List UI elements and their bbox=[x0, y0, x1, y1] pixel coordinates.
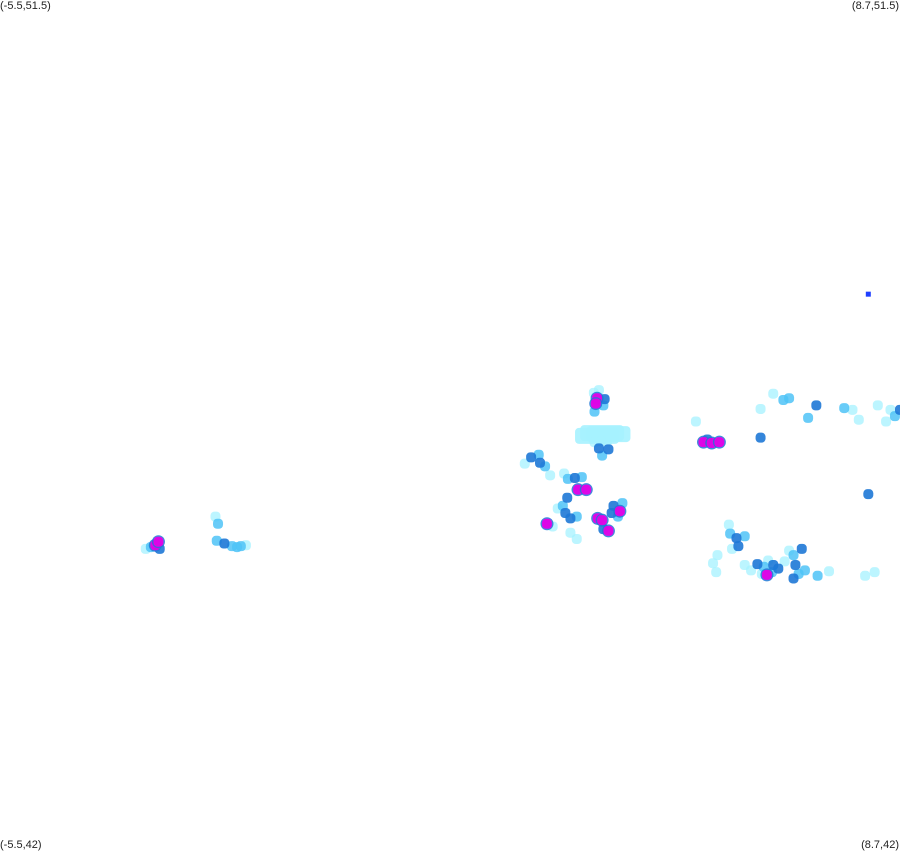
density-point-high bbox=[562, 492, 573, 503]
density-point-peak bbox=[761, 569, 772, 580]
density-point-peak bbox=[603, 525, 614, 536]
density-point-low bbox=[881, 416, 892, 427]
density-point-low bbox=[872, 400, 883, 411]
density-point-high bbox=[569, 473, 580, 484]
density-point-high bbox=[565, 513, 576, 524]
density-point-high bbox=[219, 538, 230, 549]
density-point-high bbox=[863, 489, 874, 500]
density-point-high bbox=[895, 404, 900, 415]
density-point-isolated bbox=[865, 291, 871, 297]
density-point-mid bbox=[812, 570, 823, 581]
density-point-low bbox=[853, 414, 864, 425]
density-point-high bbox=[796, 543, 807, 554]
density-point-high bbox=[535, 457, 545, 468]
density-point-low bbox=[602, 436, 613, 447]
density-point-mid bbox=[533, 449, 544, 460]
density-point-high bbox=[790, 560, 801, 571]
density-point-mid bbox=[839, 403, 850, 414]
density-point-high bbox=[593, 443, 604, 454]
density-point-mid bbox=[778, 394, 789, 405]
density-point-low bbox=[571, 534, 582, 545]
density-point-high bbox=[603, 444, 614, 455]
density-point-mid bbox=[799, 565, 810, 576]
density-point-mid bbox=[213, 518, 224, 529]
density-point-high bbox=[731, 533, 742, 544]
density-point-low bbox=[723, 519, 734, 530]
density-point-peak bbox=[590, 398, 601, 409]
density-point-low bbox=[779, 556, 790, 567]
density-point-peak bbox=[614, 506, 625, 517]
density-point-peak bbox=[541, 518, 552, 529]
density-point-low bbox=[708, 558, 719, 569]
density-point-low bbox=[712, 550, 723, 561]
corner-label-bottom-right: (8.7,42) bbox=[861, 839, 899, 851]
density-point-low bbox=[860, 570, 871, 581]
corner-label-top-left: (-5.5,51.5) bbox=[0, 0, 51, 12]
density-point-low bbox=[690, 416, 701, 427]
density-point-peak bbox=[153, 536, 164, 547]
density-point-high bbox=[526, 452, 537, 463]
density-point-high bbox=[755, 432, 766, 443]
density-point-low bbox=[768, 388, 779, 399]
density-point-mid bbox=[788, 550, 799, 561]
density-point-low bbox=[711, 567, 722, 578]
density-point-peak bbox=[714, 437, 725, 448]
density-point-high bbox=[752, 559, 763, 570]
density-point-peak bbox=[581, 484, 592, 495]
density-point-high bbox=[811, 400, 822, 411]
density-point-high bbox=[773, 563, 784, 574]
density-point-low bbox=[824, 566, 835, 577]
corner-label-bottom-left: (-5.5,42) bbox=[0, 839, 42, 851]
density-point-high bbox=[788, 573, 799, 584]
density-point-mid bbox=[211, 535, 222, 546]
density-point-low bbox=[545, 470, 556, 481]
density-point-low bbox=[869, 567, 880, 578]
density-point-mid bbox=[803, 412, 814, 423]
density-point-high bbox=[733, 541, 744, 552]
density-point-low bbox=[847, 404, 858, 415]
density-point-mid bbox=[739, 531, 750, 542]
density-point-low bbox=[755, 403, 766, 414]
density-point-mid bbox=[235, 541, 246, 552]
density-point-peak bbox=[597, 515, 608, 526]
corner-label-top-right: (8.7,51.5) bbox=[851, 0, 899, 12]
